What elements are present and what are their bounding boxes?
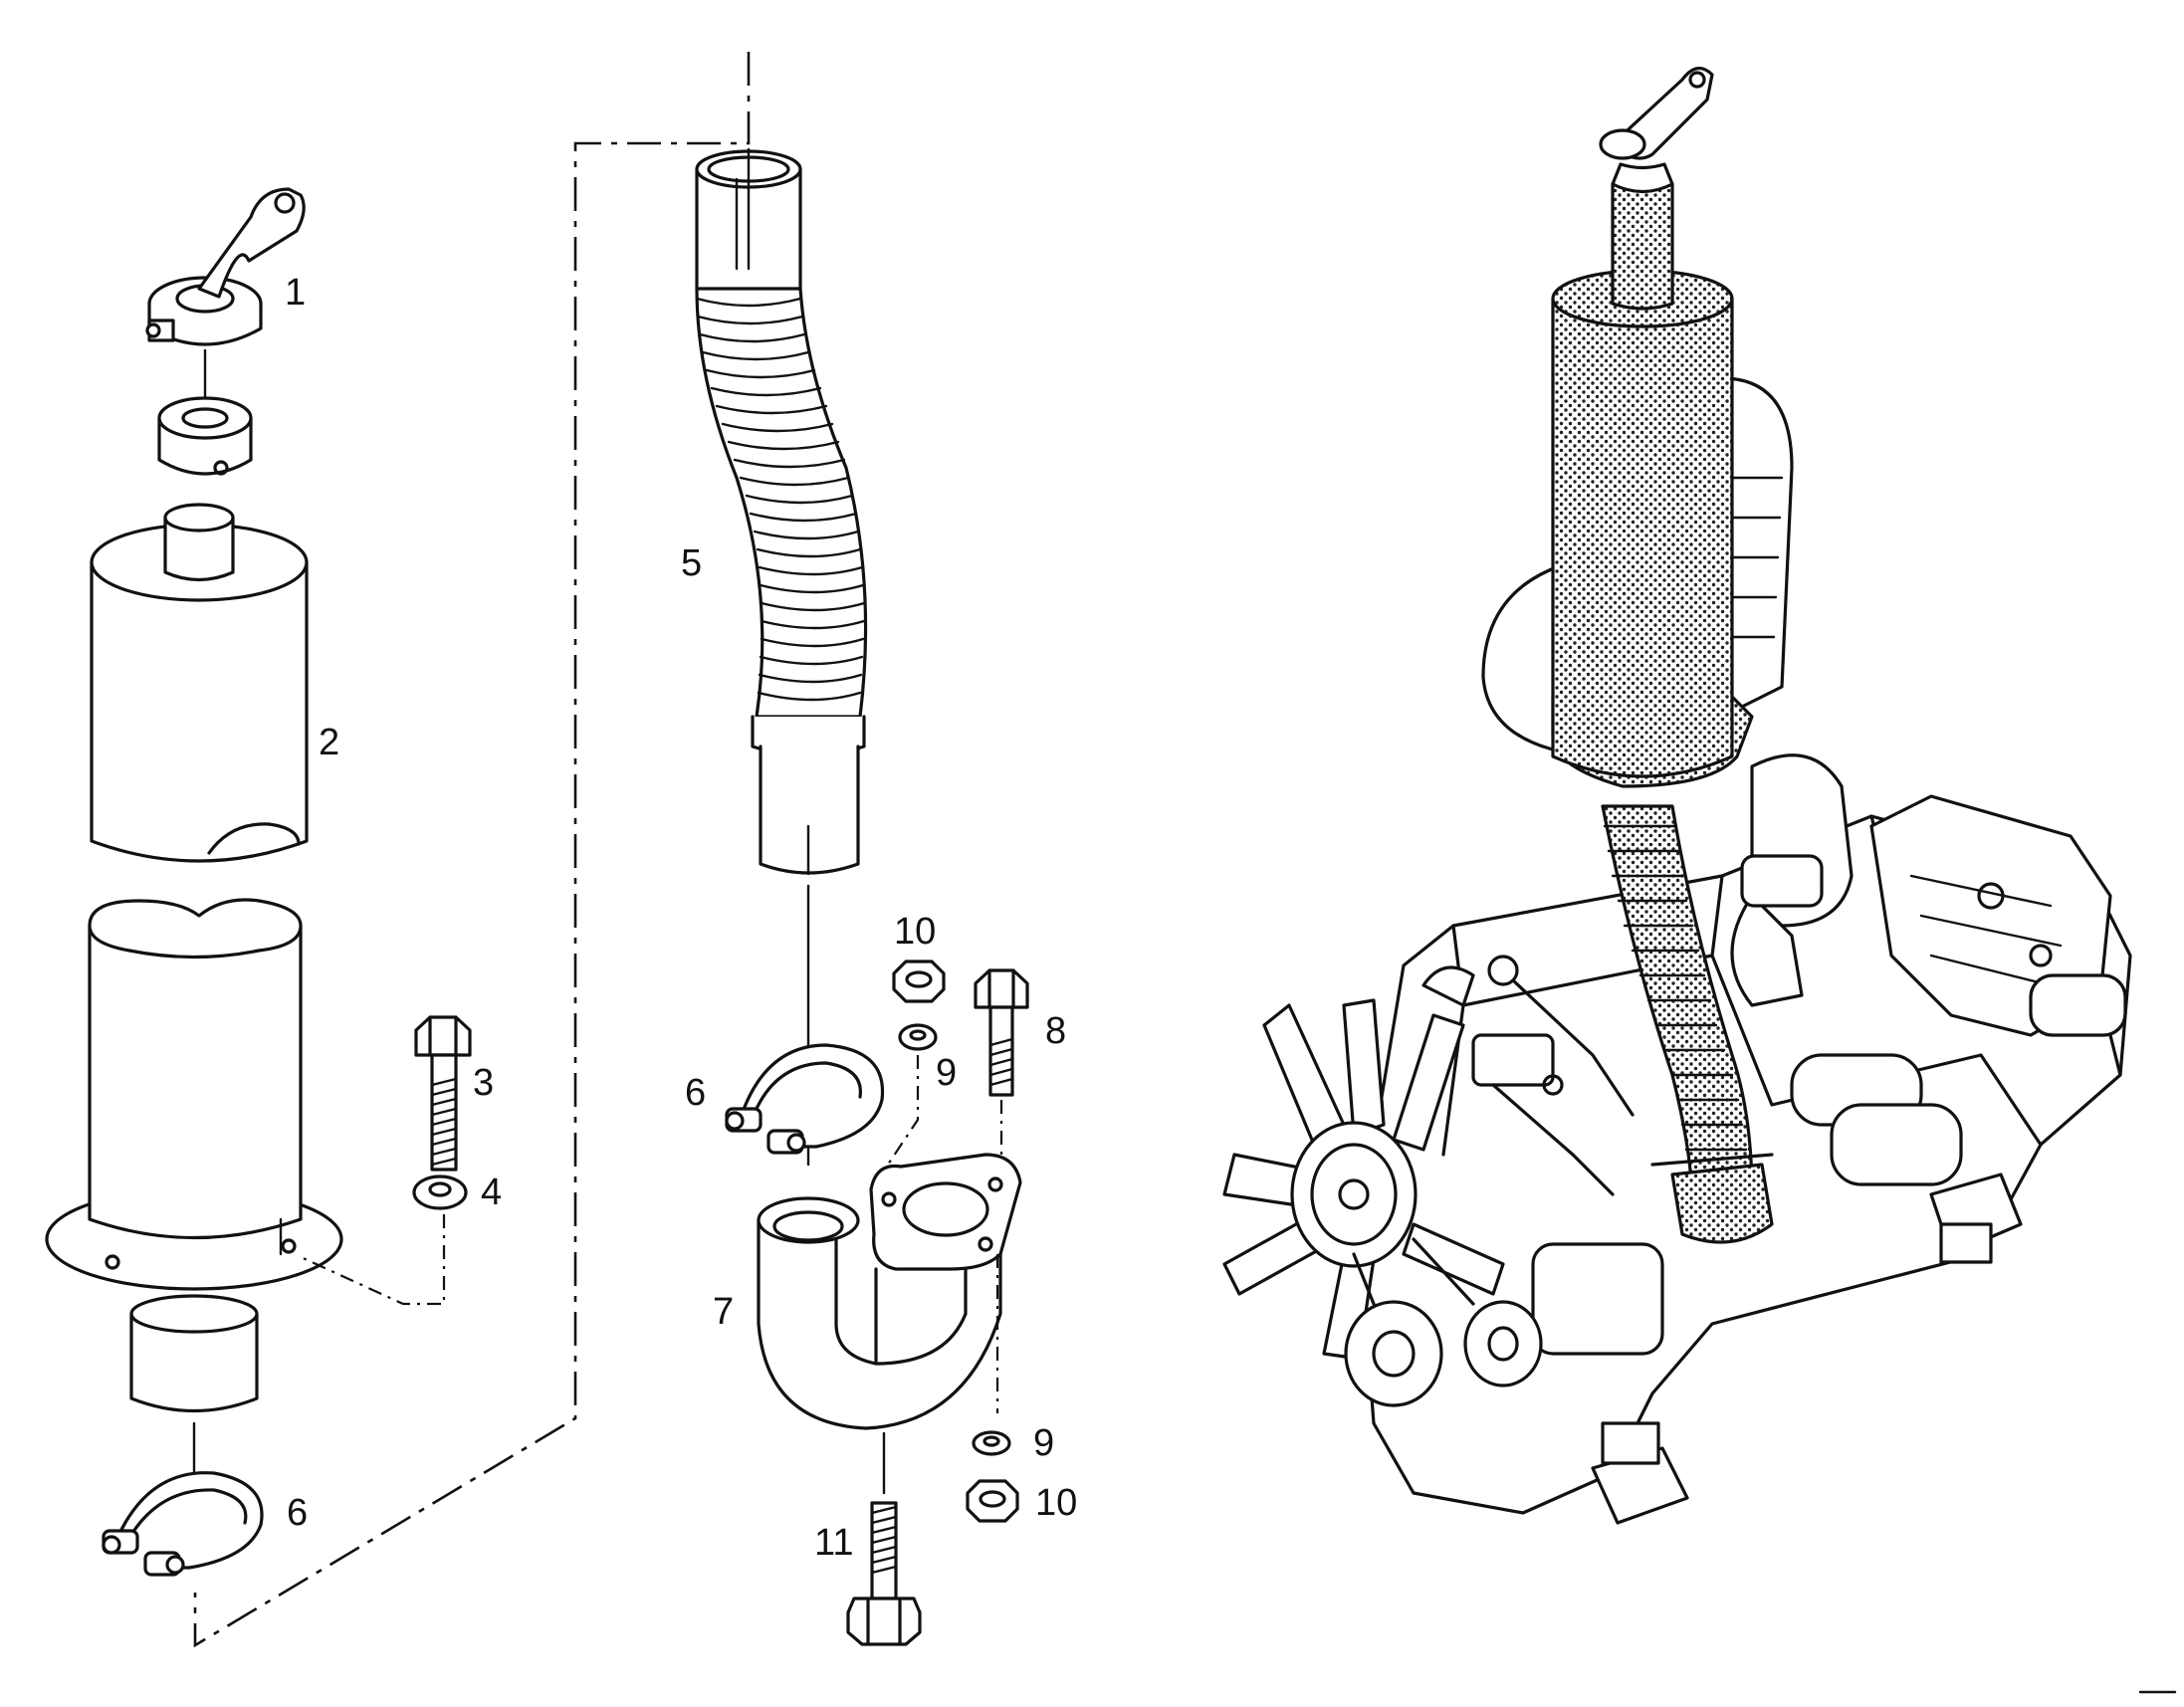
label-part-10-upper: 10: [894, 911, 936, 953]
label-part-9-lower: 9: [1033, 1422, 1054, 1464]
label-part-3: 3: [473, 1062, 494, 1104]
label-part-7: 7: [713, 1291, 734, 1333]
nut-icon: [892, 960, 946, 1003]
label-part-4: 4: [481, 1172, 502, 1213]
muffler-icon: [90, 503, 309, 863]
bolt-leader-line: [298, 1214, 446, 1306]
washer-icon-2: [898, 1023, 938, 1051]
bolt-icon: [414, 1015, 472, 1172]
engine-icon: [1222, 67, 2132, 1525]
label-part-5: 5: [681, 542, 702, 584]
label-part-9-upper: 9: [936, 1052, 957, 1094]
elbow-icon: [757, 1153, 1022, 1430]
label-part-2: 2: [319, 722, 339, 763]
bolt-icon-2: [974, 968, 1029, 1097]
assembly-boundary-line: [193, 52, 751, 1648]
clamp-icon: [102, 1471, 264, 1577]
label-part-8: 8: [1045, 1010, 1066, 1052]
rain-cap-icon: [145, 187, 306, 346]
label-part-1: 1: [285, 272, 306, 314]
hose-icon: [695, 147, 868, 876]
collar-icon: [157, 396, 253, 476]
washer-icon: [412, 1174, 468, 1210]
washer-icon-3: [972, 1430, 1011, 1456]
label-part-10-lower: 10: [1035, 1482, 1077, 1524]
clamp-icon-2: [725, 1043, 885, 1155]
washer-leader-line: [887, 1055, 920, 1166]
nut-icon-2: [966, 1479, 1019, 1523]
label-part-6-left: 6: [287, 1492, 308, 1534]
label-part-11: 11: [814, 1522, 853, 1564]
label-part-6-middle: 6: [685, 1072, 706, 1114]
bolt-icon-3: [846, 1501, 922, 1646]
muffler-lower-body-icon: [45, 898, 343, 1413]
